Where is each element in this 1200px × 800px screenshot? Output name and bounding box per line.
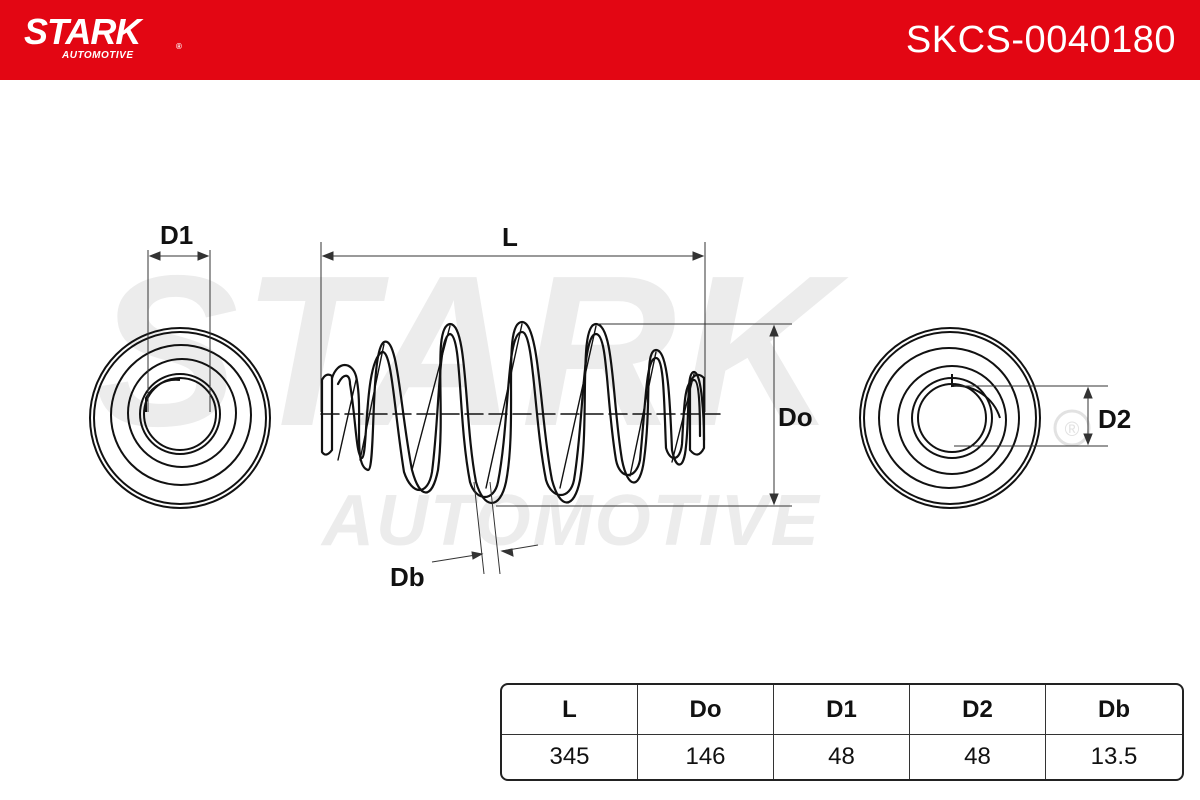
label-d1: D1 [160,220,193,250]
dimension-do [496,323,792,507]
spec-value-d1: 48 [774,735,910,779]
spec-value-do: 146 [638,735,774,779]
spec-table: L Do D1 D2 Db 345 146 48 48 13.5 [500,683,1184,781]
logo-sub-text: AUTOMOTIVE [62,50,134,61]
spring-diagram: STARK AUTOMOTIVE ® D1 L [89,220,1131,592]
label-d2: D2 [1098,404,1131,434]
spec-header-do: Do [638,685,774,735]
spec-value-db: 13.5 [1090,743,1138,770]
label-db: Db [390,562,425,592]
spec-header-d2: D2 [910,685,1046,735]
part-number: SKCS-0040180 [905,19,1176,61]
watermark: STARK AUTOMOTIVE ® [95,230,1091,561]
spec-header-db: Db [1046,685,1182,735]
spec-header-d1: D1 [774,685,910,735]
spec-header-l: L [502,685,638,735]
watermark-registered-mark: ® [1065,419,1080,441]
spec-value-l: 345 [502,735,638,779]
dimension-db [431,481,539,575]
label-do: Do [778,402,813,432]
label-l: L [502,222,518,252]
dimension-d1 [147,250,211,412]
dimension-d2 [954,385,1108,447]
watermark-sub: AUTOMOTIVE [320,481,821,561]
logo-registered-mark: ® [176,42,182,51]
spring-top-view-right [859,327,1041,509]
watermark-registered-circle [1053,409,1091,447]
spring-top-view-left [89,327,271,509]
stark-logo: STARK AUTOMOTIVE ® [24,11,182,62]
spec-value-d2: 48 [910,735,1046,779]
header-bar: STARK AUTOMOTIVE ® SKCS-0040180 [0,0,1200,80]
spring-side-view [320,320,721,504]
logo-brand-text: STARK [24,11,141,52]
